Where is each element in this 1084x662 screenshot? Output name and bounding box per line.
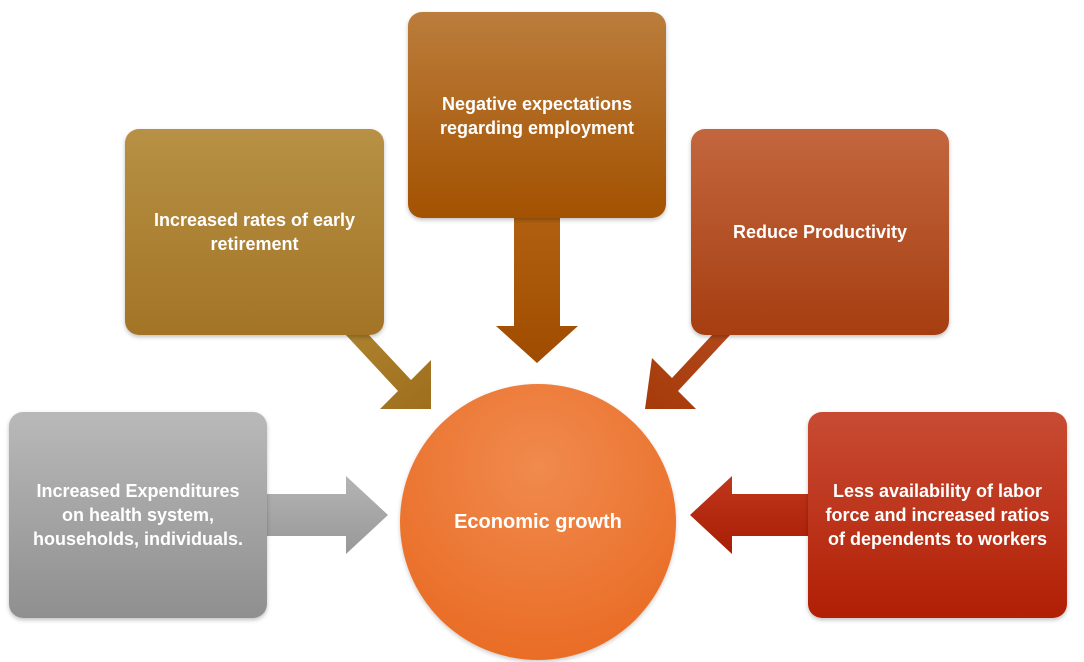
factor-reduce-productivity-label: Reduce Productivity — [732, 222, 908, 242]
factor-increased-expenditures: Increased Expenditures on health system,… — [9, 412, 267, 618]
factor-negative-expectations-label: Negative expectations regarding employme… — [439, 94, 635, 138]
center-economic-growth-label: Economic growth — [454, 510, 622, 533]
arrow-top — [496, 216, 578, 363]
arrow-right — [690, 476, 810, 554]
arrow-left — [266, 476, 388, 554]
factor-early-retirement: Increased rates of early retirement — [125, 129, 384, 335]
factor-negative-expectations: Negative expectations regarding employme… — [408, 12, 666, 218]
arrow-upper-right — [645, 334, 749, 409]
arrow-upper-left — [332, 334, 431, 409]
factor-increased-expenditures-label: Increased Expenditures on health system,… — [32, 481, 244, 549]
factor-labor-availability: Less availability of labor force and inc… — [808, 412, 1067, 618]
center-economic-growth: Economic growth — [400, 384, 676, 660]
factor-labor-availability-label: Less availability of labor force and inc… — [825, 481, 1050, 549]
factor-early-retirement-label: Increased rates of early retirement — [153, 210, 356, 254]
factor-reduce-productivity: Reduce Productivity — [691, 129, 949, 335]
